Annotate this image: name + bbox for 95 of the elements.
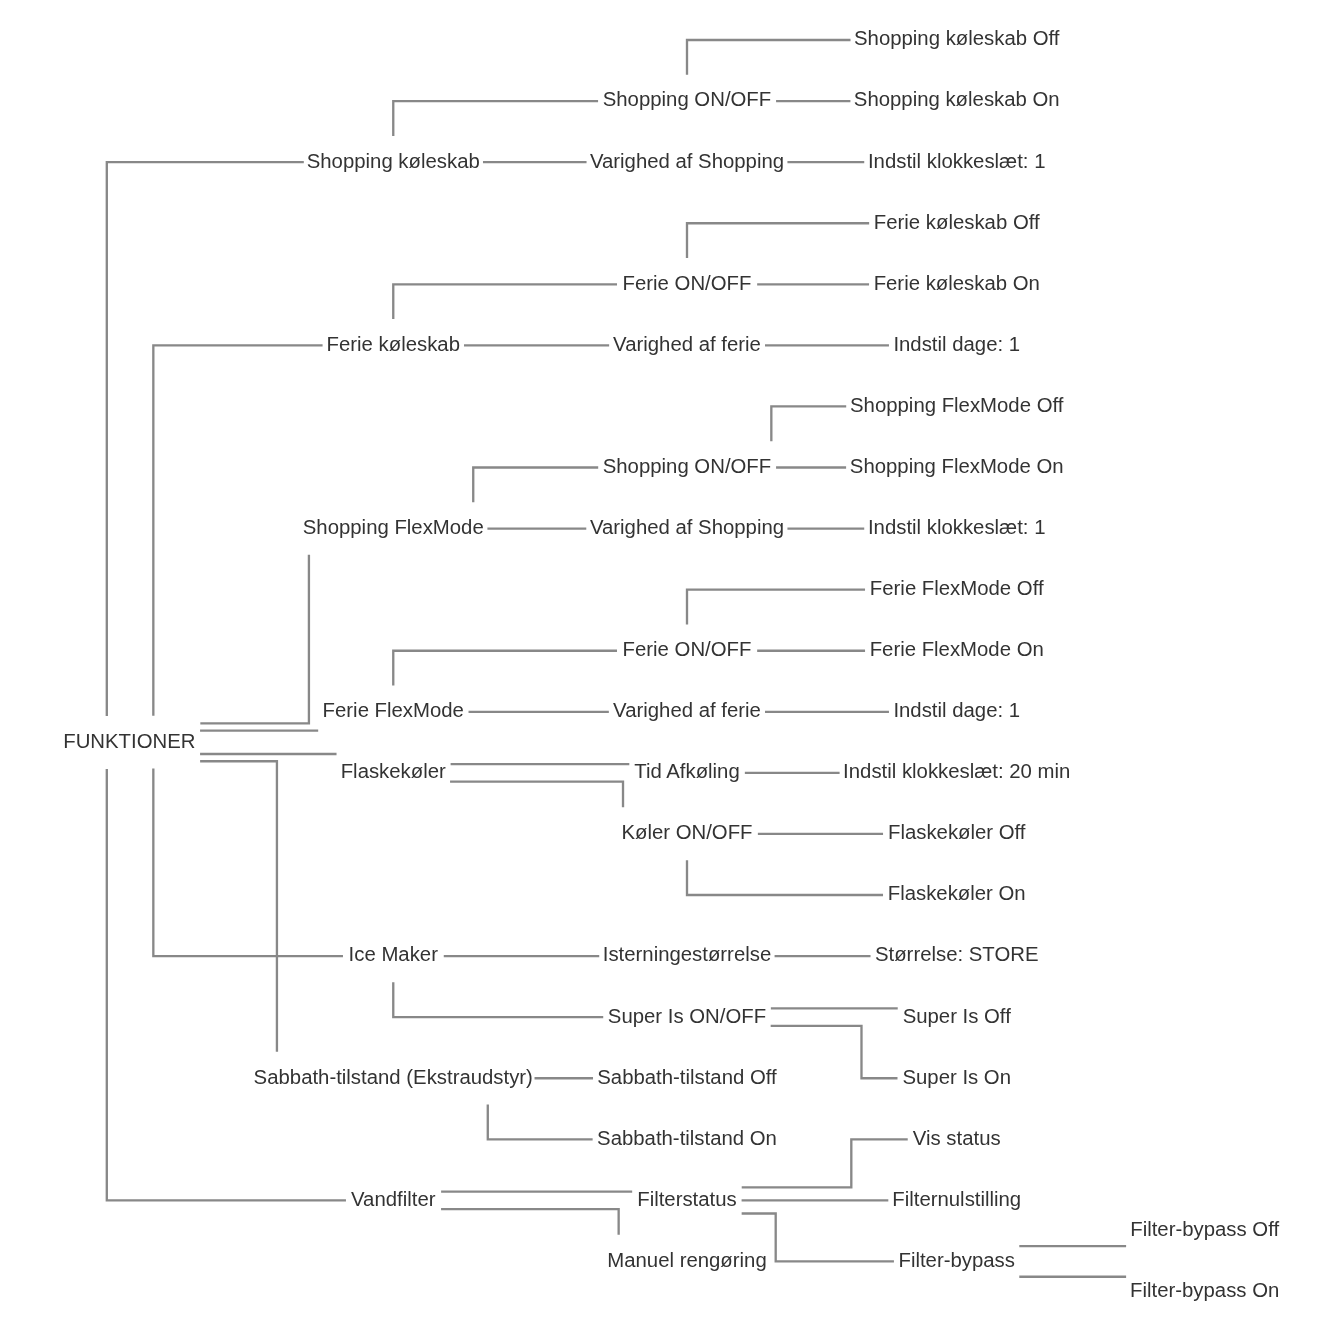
node-text: Ferie FlexMode On — [869, 638, 1044, 661]
node-text: Varighed af ferie — [613, 699, 761, 722]
node-text: Varighed af Shopping — [589, 149, 785, 172]
connector — [765, 344, 889, 347]
connector — [443, 954, 600, 958]
connector — [757, 283, 870, 286]
node-text: Vandfilter — [351, 1187, 436, 1210]
node-text: Shopping FlexMode Off — [850, 393, 1064, 416]
node-text: Størrelse: STORE — [874, 943, 1039, 966]
node-text: Sabbath-tilstand Off — [597, 1065, 777, 1088]
connector — [200, 554, 311, 725]
node-text: Ferie FlexMode Off — [869, 577, 1044, 600]
node-text: Shopping køleskab Off — [854, 27, 1060, 50]
connector — [1019, 1245, 1127, 1248]
connector — [483, 161, 587, 164]
connector — [464, 344, 610, 347]
connector — [774, 954, 871, 958]
connector — [472, 466, 599, 503]
connector — [105, 161, 304, 716]
node-text: FUNKTIONER — [63, 729, 196, 752]
node-text: Ice Maker — [348, 943, 438, 966]
node-text: Varighed af Shopping — [589, 515, 785, 538]
node-text: Filterstatus — [637, 1187, 737, 1210]
node-text: Filter-bypass — [898, 1248, 1015, 1271]
node-text: Flaskekøler Off — [887, 821, 1026, 844]
node-text: Filter-bypass On — [1130, 1279, 1280, 1302]
node-text: Ferie køleskab — [326, 332, 460, 355]
node-text: Shopping ON/OFF — [602, 454, 772, 477]
connector — [200, 729, 319, 732]
node-text: Indstil klokkeslæt: 1 — [867, 149, 1046, 172]
connector — [392, 982, 604, 1019]
node-text: Flaskekøler On — [887, 882, 1026, 905]
connector — [152, 768, 343, 958]
connector — [468, 710, 609, 713]
node-text: Tid Afkøling — [634, 760, 740, 783]
node-text: Ferie FlexMode — [322, 699, 464, 722]
connector — [534, 1077, 593, 1080]
node-text: Shopping FlexMode On — [849, 454, 1064, 477]
connector — [441, 1207, 620, 1235]
node-text: Indstil dage: 1 — [893, 699, 1021, 722]
node-text: Ferie køleskab On — [873, 271, 1040, 294]
node-text: Indstil klokkeslæt: 1 — [867, 515, 1046, 538]
connector — [441, 1190, 633, 1193]
connector — [744, 771, 840, 775]
connector — [685, 38, 851, 75]
node-text: Shopping køleskab — [306, 149, 480, 172]
connector — [776, 99, 851, 103]
node-text: Varighed af ferie — [613, 332, 761, 355]
node-text: Filter-bypass Off — [1130, 1218, 1280, 1241]
connector — [486, 1104, 593, 1141]
connector — [741, 1138, 908, 1189]
connector — [787, 527, 865, 530]
connector — [392, 649, 617, 686]
connector — [685, 588, 866, 625]
connector — [741, 1212, 894, 1263]
node-text: Sabbath-tilstand (Ekstraudstyr) — [253, 1065, 533, 1088]
connector — [450, 780, 625, 808]
connector — [741, 1199, 889, 1202]
connector — [487, 527, 587, 530]
connector — [450, 763, 630, 766]
node-text: Shopping ON/OFF — [602, 88, 772, 111]
node-text: Super Is ON/OFF — [607, 1004, 767, 1027]
node-text: Køler ON/OFF — [621, 821, 753, 844]
connector — [200, 752, 337, 756]
connector — [787, 161, 865, 164]
node-text: Manuel rengøring — [607, 1248, 767, 1271]
connector — [765, 710, 889, 713]
node-text: Super Is Off — [902, 1004, 1011, 1027]
node-text: Indstil dage: 1 — [893, 332, 1021, 355]
connector — [685, 860, 883, 897]
node-text: Vis status — [912, 1126, 1001, 1149]
node-text: Shopping køleskab On — [853, 88, 1060, 111]
connector — [770, 405, 847, 442]
node-text: Ferie ON/OFF — [622, 638, 752, 661]
connector — [757, 832, 884, 836]
connector — [1019, 1275, 1127, 1278]
connector — [105, 768, 346, 1202]
node-text: Indstil klokkeslæt: 20 min — [843, 760, 1071, 783]
connector — [776, 466, 847, 469]
node-text: Super Is On — [902, 1065, 1012, 1088]
node-text: Filternulstilling — [892, 1187, 1022, 1210]
connector — [757, 649, 866, 652]
connector — [770, 1007, 898, 1010]
node-text: Ferie køleskab Off — [873, 210, 1040, 233]
node-text: Sabbath-tilstand On — [597, 1126, 777, 1149]
node-text: Isterningestørrelse — [602, 943, 772, 966]
node-text: Flaskekøler — [340, 760, 446, 783]
connector — [392, 99, 599, 136]
connector — [200, 760, 279, 1052]
connector — [392, 283, 617, 320]
connector — [152, 344, 323, 716]
node-text: Shopping FlexMode — [302, 515, 484, 538]
connector — [770, 1024, 898, 1080]
node-text: Ferie ON/OFF — [622, 271, 752, 294]
connector — [685, 222, 870, 259]
